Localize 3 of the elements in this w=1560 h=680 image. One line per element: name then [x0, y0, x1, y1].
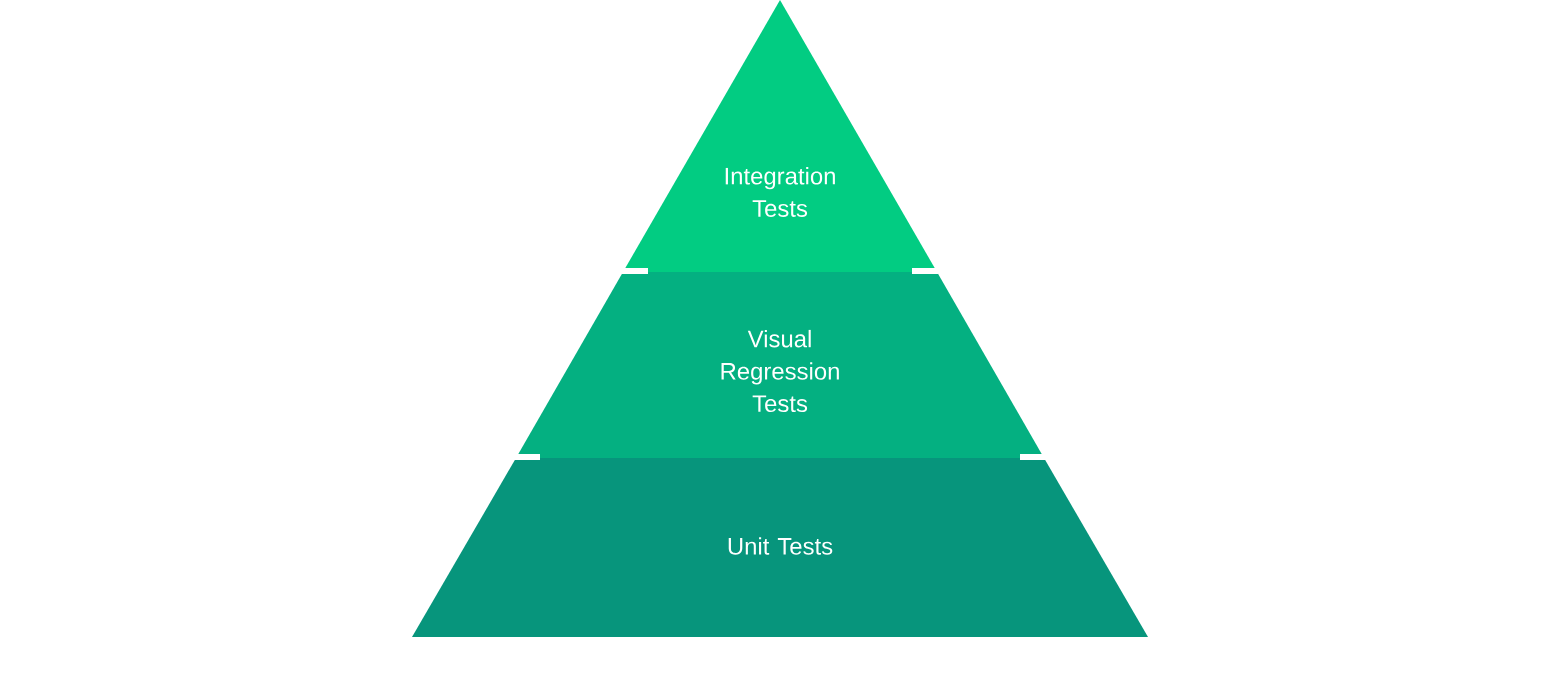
pyramid-tier: Integration Tests	[623, 0, 937, 272]
pyramid-tier: Unit Tests	[412, 458, 1148, 637]
pyramid-tier: Visual Regression Tests	[516, 272, 1044, 458]
